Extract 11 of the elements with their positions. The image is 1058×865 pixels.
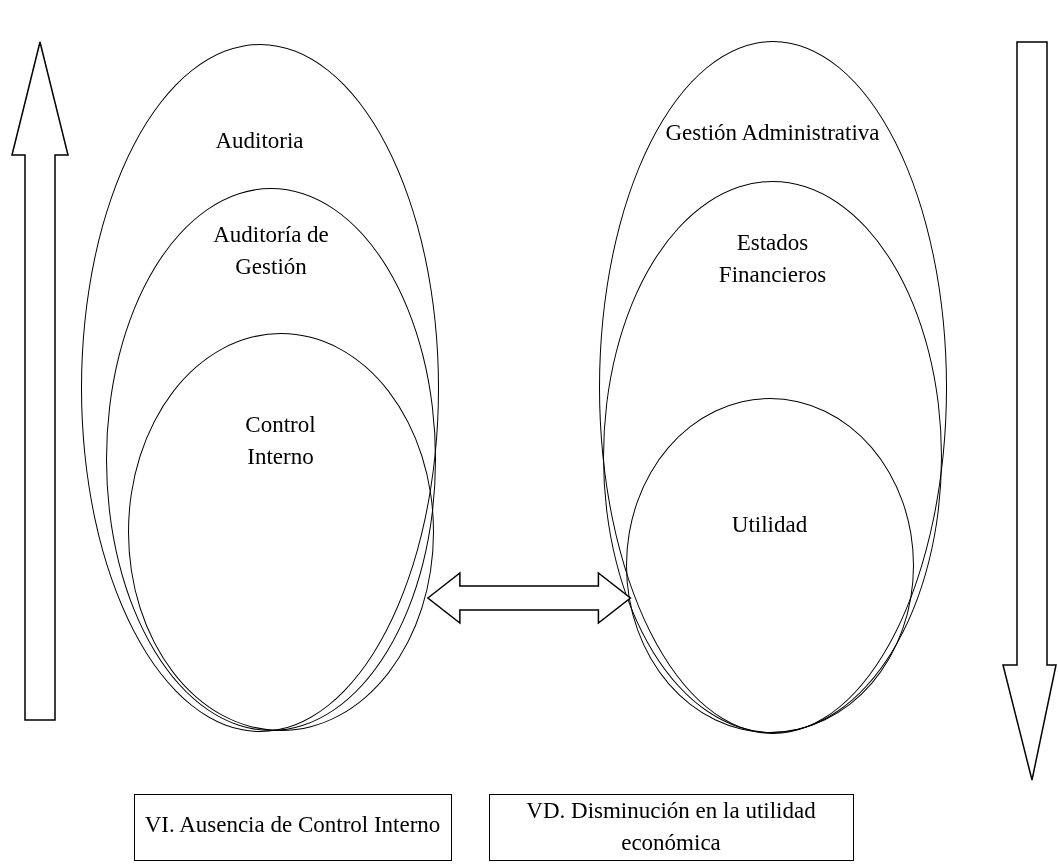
double-arrow xyxy=(426,571,632,625)
ellipse-label: Utilidad xyxy=(731,510,808,539)
ellipse-label: Auditoria xyxy=(215,126,304,155)
ellipse-label: Auditoría de Gestión xyxy=(212,221,330,281)
ellipse-label: Gestión Administrativa xyxy=(665,118,880,147)
text-box xyxy=(133,793,452,861)
variable-label: VD. Disminución en la utilidad económica xyxy=(525,796,817,857)
ellipse-label: Estados Financieros xyxy=(717,229,828,289)
text-box xyxy=(488,793,854,861)
variable-label: VI. Ausencia de Control Interno xyxy=(144,810,441,839)
ellipse-label: Control Interno xyxy=(244,410,317,471)
